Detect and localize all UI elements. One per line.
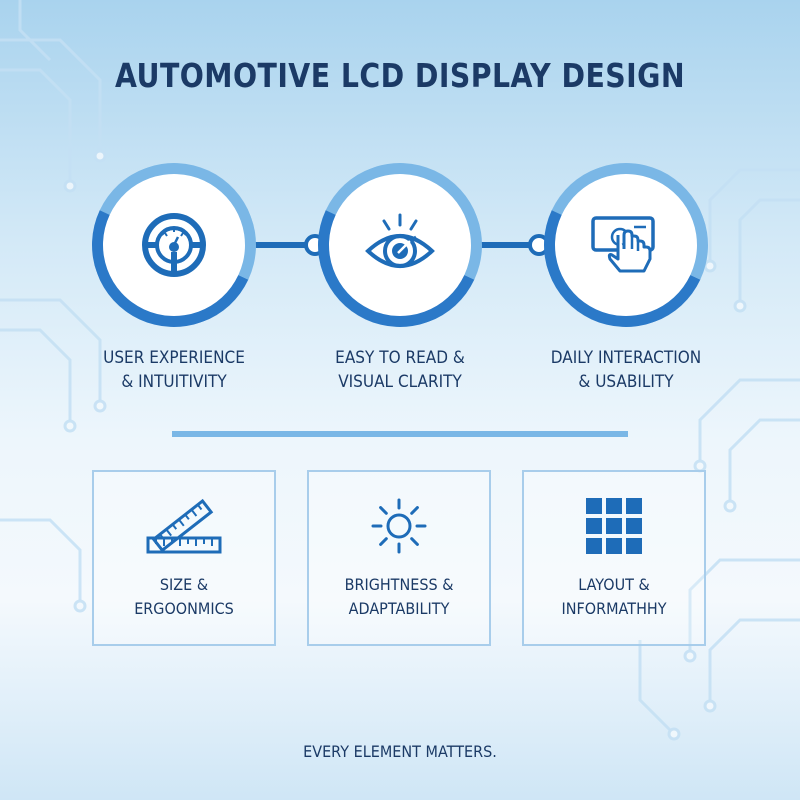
card-layout-information: LAYOUT & INFORMATHHY	[522, 470, 706, 646]
feature-label: USER EXPERIENCE & INTUITIVITY	[103, 348, 245, 392]
feature-label: DAILY INTERACTION & USABILITY	[550, 348, 702, 392]
steering-wheel-icon	[140, 211, 208, 279]
card-label: LAYOUT & INFORMATHHY	[561, 575, 667, 618]
card-label: SIZE & ERGOONMICS	[134, 575, 234, 618]
card-size-ergonomics: SIZE & ERGOONMICS	[92, 470, 276, 646]
feature-circle-user-experience	[68, 139, 280, 351]
tagline: EVERY ELEMENT MATTERS.	[303, 742, 497, 761]
ruler-icon	[94, 496, 274, 556]
feature-circle-visual-clarity	[294, 139, 506, 351]
sun-icon	[309, 496, 489, 556]
eye-icon	[364, 211, 436, 279]
grid-layout-icon	[524, 496, 704, 556]
card-label: BRIGHTNESS & ADAPTABILITY	[344, 575, 454, 618]
section-divider	[172, 431, 628, 437]
feature-circle-daily-interaction	[520, 139, 732, 351]
feature-label: EASY TO READ & VISUAL CLARITY	[335, 348, 465, 392]
touchscreen-hand-icon	[590, 215, 662, 275]
page-title: AUTOMOTIVE LCD DISPLAY DESIGN	[114, 56, 686, 95]
card-brightness-adaptability: BRIGHTNESS & ADAPTABILITY	[307, 470, 491, 646]
